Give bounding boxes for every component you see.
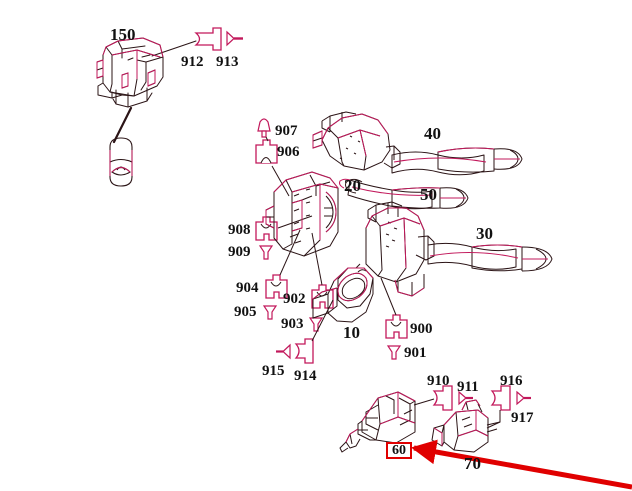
part-900-shape <box>385 314 408 339</box>
part-50-highlight <box>339 178 466 199</box>
part-905-shape <box>262 305 278 320</box>
part-20-highlight <box>265 171 339 240</box>
label-part-913: 913 <box>216 54 239 70</box>
label-part-904: 904 <box>236 280 259 296</box>
leader-910 <box>413 398 435 406</box>
leader-906 <box>271 165 290 197</box>
label-part-50: 50 <box>420 185 437 204</box>
leader-914 <box>311 299 334 342</box>
label-part-910: 910 <box>427 373 450 389</box>
label-part-916: 916 <box>500 373 523 389</box>
label-part-909: 909 <box>228 244 251 260</box>
part-911-shape <box>458 390 473 406</box>
part-40-highlight <box>312 113 520 163</box>
leader-908 <box>277 215 313 229</box>
label-part-150: 150 <box>110 25 136 44</box>
highlighted-part-60-badge: 60 <box>386 442 412 459</box>
label-part-902: 902 <box>283 291 306 307</box>
group-150-highlight <box>96 37 164 89</box>
part-915-shape <box>276 343 291 360</box>
part-912-shape <box>194 27 222 51</box>
annotation-arrow <box>411 439 632 490</box>
key-fob-shape <box>109 137 133 187</box>
part-910-shape <box>432 385 453 411</box>
label-part-40: 40 <box>424 124 441 143</box>
part-30-highlight <box>365 207 548 297</box>
label-part-906: 906 <box>277 144 300 160</box>
label-part-912: 912 <box>181 54 204 70</box>
leader-907 <box>265 136 269 142</box>
part-60-highlight <box>345 391 416 443</box>
label-part-20: 20 <box>344 176 361 195</box>
part-917-shape <box>516 390 531 406</box>
label-part-30: 30 <box>476 224 493 243</box>
part-40-stalk <box>312 111 523 176</box>
label-part-915: 915 <box>262 363 285 379</box>
part-30-stalk <box>365 201 553 297</box>
leader-900 <box>380 277 397 316</box>
part-909-shape <box>258 245 274 260</box>
part-70-highlight <box>433 399 489 446</box>
label-part-905: 905 <box>234 304 257 320</box>
part-904-shape <box>265 274 288 299</box>
part-906-shape <box>255 139 278 164</box>
part-902-shape <box>311 284 334 309</box>
part-916-shape <box>490 385 511 411</box>
part-914-shape <box>294 338 314 364</box>
label-part-903: 903 <box>281 316 304 332</box>
label-part-911: 911 <box>457 379 479 395</box>
label-part-901: 901 <box>404 345 427 361</box>
label-part-900: 900 <box>410 321 433 337</box>
label-part-908: 908 <box>228 222 251 238</box>
label-part-917: 917 <box>511 410 534 426</box>
label-part-907: 907 <box>275 123 298 139</box>
part-913-shape <box>226 30 243 47</box>
leader-916 <box>486 410 501 429</box>
leader-902 <box>311 232 323 286</box>
part-903-shape <box>308 317 324 332</box>
part-901-shape <box>386 345 402 360</box>
part-908-shape <box>255 216 278 241</box>
part-50-stalk <box>345 178 469 210</box>
part-10-highlight <box>312 267 374 302</box>
leader-904 <box>279 229 301 276</box>
label-part-10: 10 <box>343 323 360 342</box>
part-907-shape <box>257 118 271 138</box>
label-part-914: 914 <box>294 368 317 384</box>
key-fob-highlight <box>109 150 133 176</box>
label-part-70: 70 <box>464 454 481 473</box>
